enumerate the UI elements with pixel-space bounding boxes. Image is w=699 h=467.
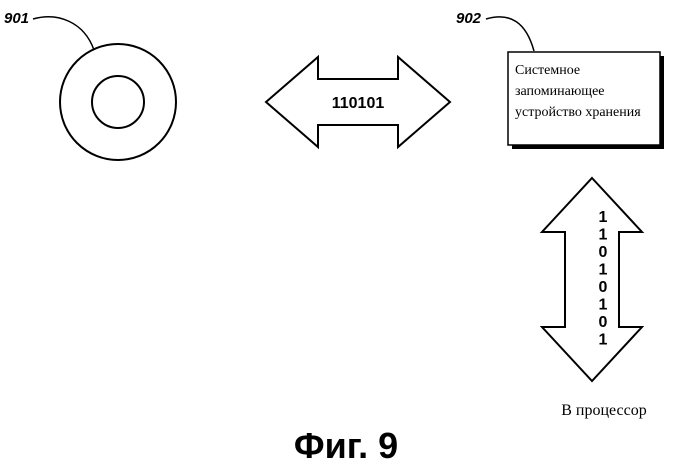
vertical-arrow-bit: 0 [599,314,608,331]
vertical-arrow-bits: 11010101 [599,209,608,349]
vertical-arrow-bit: 1 [599,262,608,279]
disc-icon [60,44,176,160]
vertical-arrow-bit: 1 [599,332,608,349]
storage-box-line-3: устройство хранения [515,105,641,120]
vertical-arrow-bit: 0 [599,244,608,261]
disc-inner-hole [92,76,144,128]
horizontal-double-arrow: 110101 [266,57,450,147]
storage-leader-line [486,17,534,51]
vertical-arrow-bit: 1 [599,297,608,314]
system-storage-box: Системное запоминающее устройство хранен… [508,52,664,149]
to-processor-label: В процессор [561,402,647,419]
storage-box-line-2: запоминающее [515,84,605,99]
vertical-arrow-shape [542,178,642,381]
disc-ref-label: 901 [4,10,29,27]
storage-box-line-1: Системное [515,63,580,78]
vertical-arrow-bit: 1 [599,209,608,226]
vertical-double-arrow: 11010101 [542,178,642,381]
storage-ref-label: 902 [456,10,482,27]
disc-leader-line [33,17,94,50]
figure-caption: Фиг. 9 [294,425,398,466]
horizontal-arrow-bits: 110101 [332,95,385,112]
vertical-arrow-bit: 1 [599,227,608,244]
vertical-arrow-bit: 0 [599,279,608,296]
